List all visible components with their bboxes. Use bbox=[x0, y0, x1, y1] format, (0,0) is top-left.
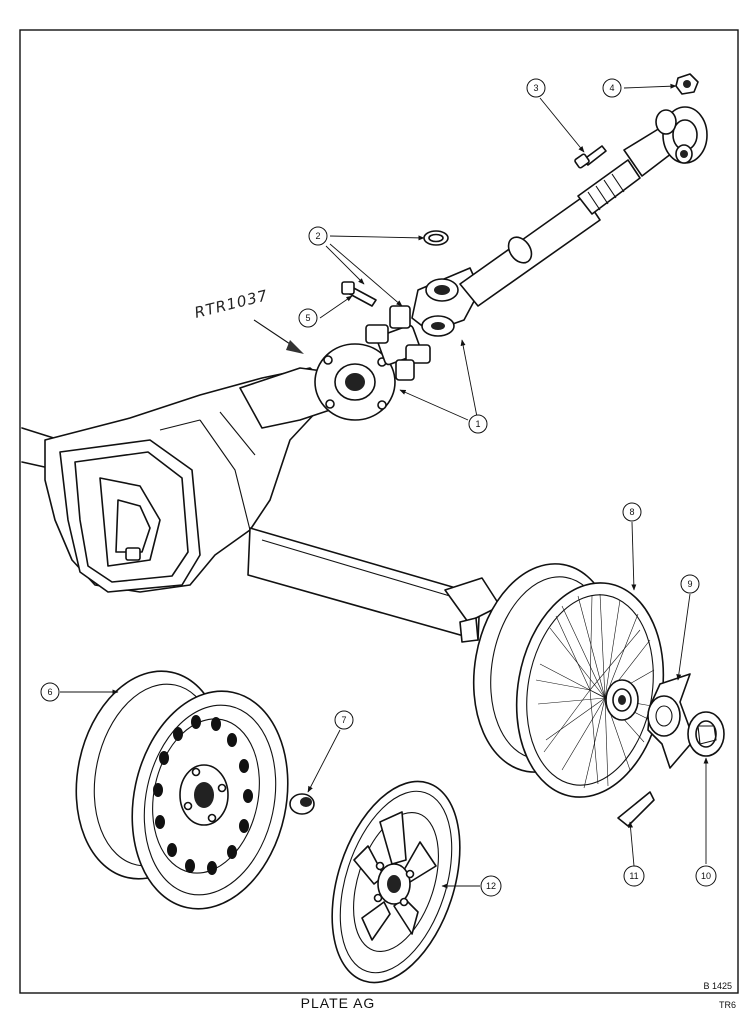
bolt-part-3 bbox=[574, 145, 607, 169]
callout-10-label: 10 bbox=[701, 871, 711, 881]
plate-title: PLATE AG bbox=[301, 995, 376, 1011]
wire-wheel bbox=[472, 563, 665, 798]
hub-nut bbox=[687, 711, 725, 757]
callout-5: 5 bbox=[298, 308, 318, 328]
callout-3-label: 3 bbox=[533, 83, 538, 93]
callout-6: 6 bbox=[40, 682, 60, 702]
callout-11-label: 11 bbox=[629, 871, 638, 881]
callout-3: 3 bbox=[526, 78, 546, 98]
callout-12-label: 12 bbox=[486, 881, 496, 891]
propeller-shaft bbox=[411, 106, 708, 337]
callout-6-label: 6 bbox=[47, 687, 52, 697]
grease-nipple-part-5 bbox=[341, 281, 377, 307]
callout-7-label: 7 bbox=[341, 715, 346, 725]
callout-1-label: 1 bbox=[475, 419, 480, 429]
disc-wheel bbox=[75, 670, 289, 910]
callout-8: 8 bbox=[622, 502, 642, 522]
handwritten-part-number: RTR1037 bbox=[193, 286, 270, 322]
leader-lines bbox=[60, 83, 709, 889]
plate-border bbox=[19, 29, 739, 994]
drawing-number: B 1425 bbox=[703, 981, 732, 991]
nut-part-4 bbox=[675, 73, 699, 95]
universal-joint-spider bbox=[365, 305, 431, 381]
callout-10: 10 bbox=[695, 865, 717, 887]
callout-9-label: 9 bbox=[687, 579, 692, 589]
model-code: TR6 bbox=[719, 1000, 736, 1010]
callout-1: 1 bbox=[468, 414, 488, 434]
callout-2: 2 bbox=[308, 226, 328, 246]
callout-4-label: 4 bbox=[609, 83, 614, 93]
callout-11: 11 bbox=[623, 865, 645, 887]
knock-off-spinner bbox=[647, 673, 695, 769]
callout-9: 9 bbox=[680, 574, 700, 594]
callout-12: 12 bbox=[480, 875, 502, 897]
callout-7: 7 bbox=[334, 710, 354, 730]
callout-2-label: 2 bbox=[315, 231, 320, 241]
callout-4: 4 bbox=[602, 78, 622, 98]
wire-spokes bbox=[535, 593, 655, 789]
wheel-nut-part-7 bbox=[289, 793, 315, 815]
callout-5-label: 5 bbox=[305, 313, 310, 323]
diff-flange bbox=[314, 343, 396, 421]
wedge-part-11 bbox=[617, 791, 655, 827]
rear-axle-housing bbox=[21, 367, 501, 643]
callout-8-label: 8 bbox=[629, 507, 634, 517]
circlip-part-2 bbox=[423, 230, 449, 246]
styled-wheel-trim bbox=[331, 780, 461, 984]
handwritten-arrowhead bbox=[286, 340, 304, 354]
